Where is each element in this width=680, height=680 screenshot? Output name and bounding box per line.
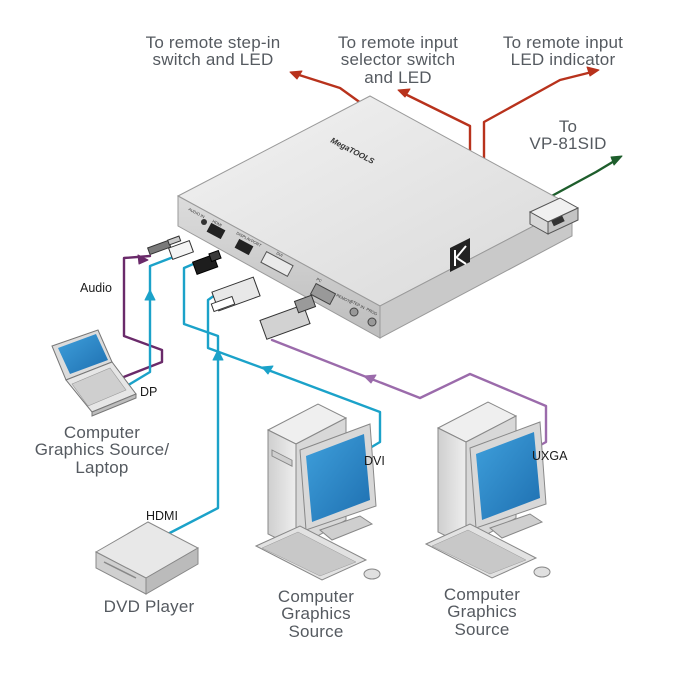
laptop — [51, 329, 137, 417]
port-label-hdmi: HDMI — [212, 218, 223, 227]
dvi-arrow — [261, 365, 274, 375]
remote-selector-arrow — [397, 88, 411, 98]
label-remote-led: To remote input LED indicator — [502, 33, 624, 70]
label-uxga: UXGA — [532, 449, 568, 463]
vga-plug — [259, 294, 317, 340]
label-dvi: DVI — [364, 454, 385, 468]
scaler-device: MegaTOOLS AUDIO IN HDMI DISPLAYPORT DVI … — [176, 95, 574, 339]
label-computer-right: Computer Graphics Source — [443, 585, 521, 639]
rs232-arrow — [610, 155, 623, 166]
hdmi-cable — [158, 260, 220, 540]
label-dp: DP — [140, 385, 158, 399]
remote-step-in-arrow — [289, 70, 303, 80]
audio-cable — [114, 254, 164, 382]
audio-plug — [146, 235, 182, 256]
label-hdmi: HDMI — [146, 509, 178, 523]
label-vp81sid: To VP-81SID — [529, 117, 607, 154]
label-laptop: Computer Graphics Source/ Laptop — [34, 423, 170, 477]
dp-cable — [118, 254, 178, 392]
uxga-arrow — [363, 374, 377, 384]
audio-arrow — [137, 254, 149, 265]
label-dvd-player: DVD Player — [103, 597, 195, 616]
dvi-port — [260, 250, 294, 278]
pc-port — [309, 282, 337, 306]
dp-arrow — [144, 289, 156, 301]
hdmi-port — [206, 222, 226, 240]
remote-led-arrow — [586, 66, 600, 77]
port-label-dvi: DVI — [276, 250, 284, 258]
dvi-plug — [210, 276, 261, 313]
port-label-prog: PROG — [366, 306, 379, 316]
step-in-button — [349, 307, 359, 317]
label-audio: Audio — [80, 281, 112, 295]
port-label-pc: PC — [316, 276, 323, 283]
audio-in-jack — [201, 219, 207, 225]
prog-button — [367, 317, 377, 327]
label-remote-selector: To remote input selector switch and LED — [337, 33, 459, 87]
dp-plug — [167, 239, 195, 261]
label-remote-step-in: To remote step-in switch and LED — [145, 33, 281, 70]
rj-connector — [528, 197, 580, 235]
kramer-logo — [450, 238, 470, 272]
label-computer-center: Computer Graphics Source — [277, 587, 355, 641]
computer-right-device — [424, 401, 551, 579]
port-label-step-in: STEP IN — [350, 298, 366, 310]
computer-center-device — [254, 403, 381, 581]
dvd-player-device — [94, 521, 200, 595]
hdmi-plug — [191, 249, 222, 275]
uxga-cable — [270, 338, 548, 454]
cable-connectors — [146, 235, 317, 340]
hdmi-arrow — [212, 349, 224, 361]
displayport-port — [234, 238, 254, 256]
